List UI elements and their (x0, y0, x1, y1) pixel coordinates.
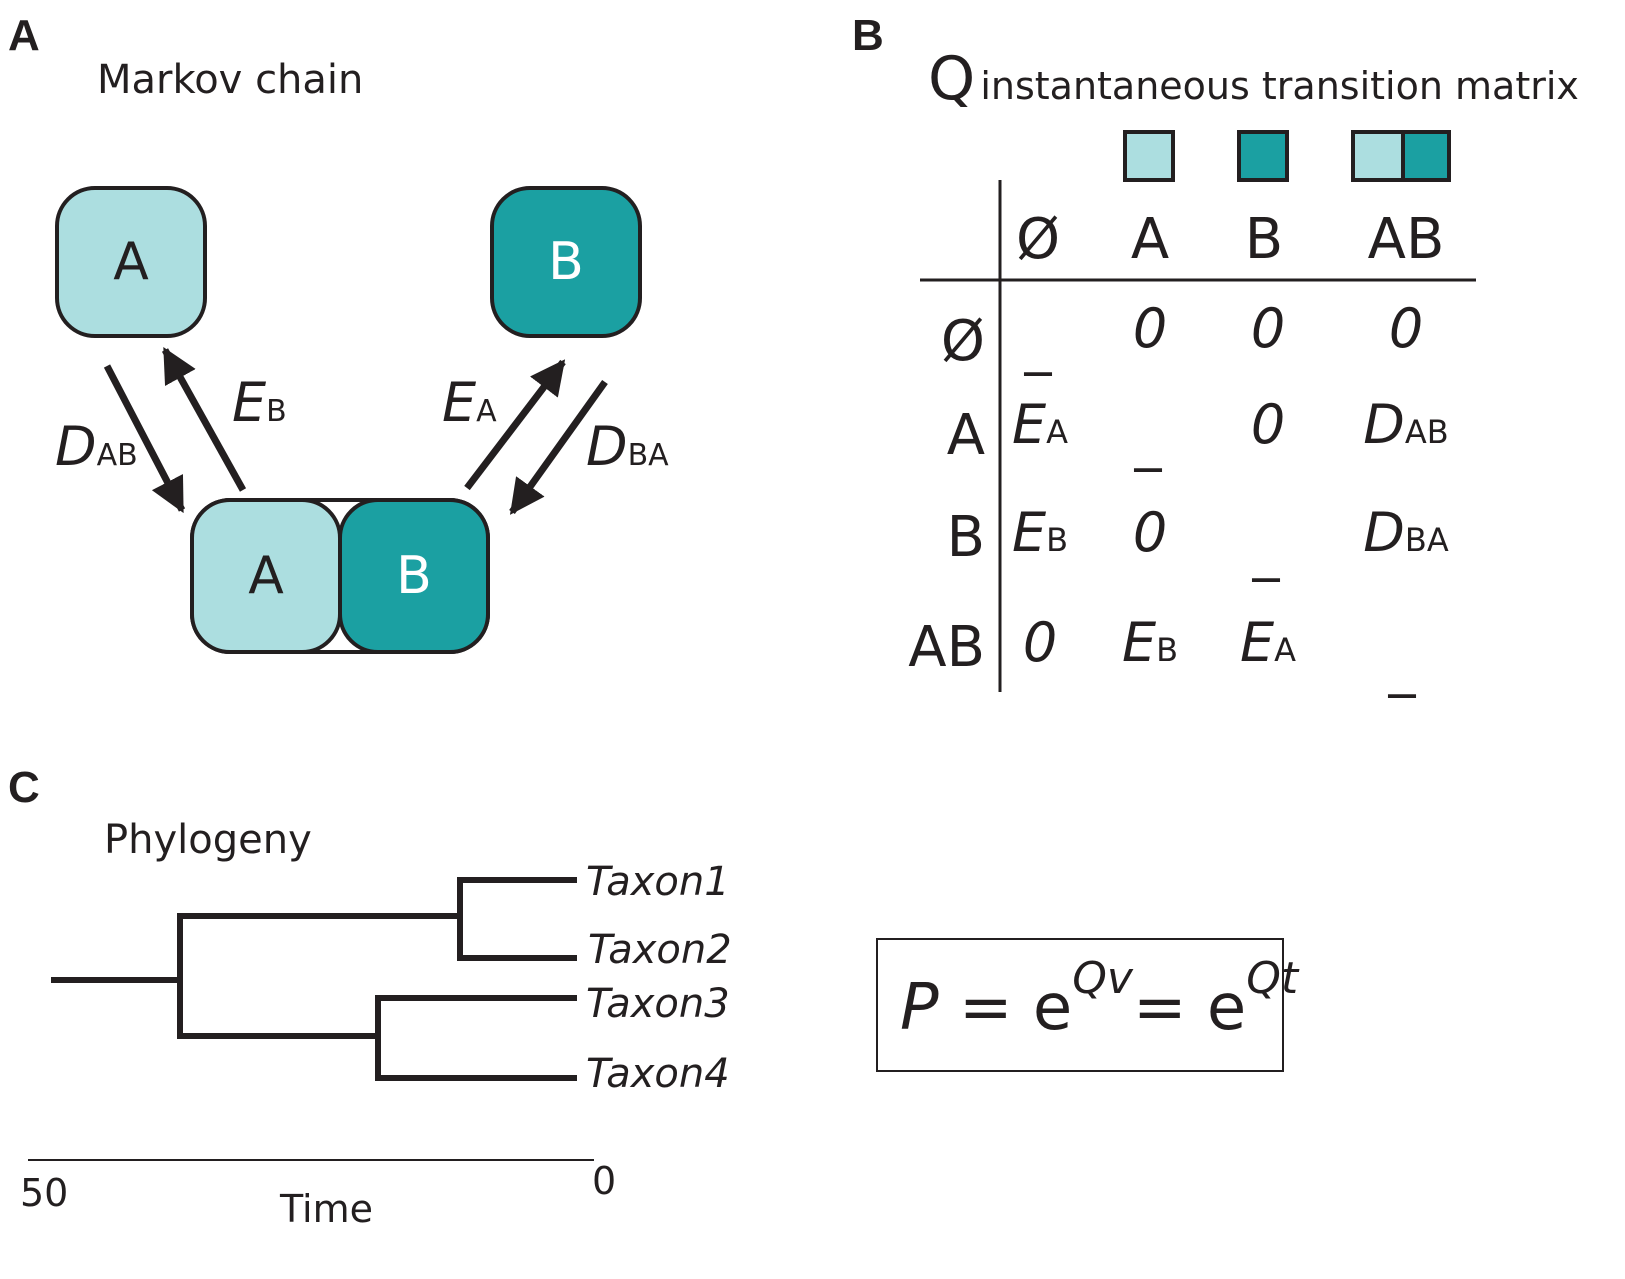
swatch-a (1123, 130, 1175, 182)
formula-e1: e (1032, 971, 1073, 1045)
arrow-e-b (161, 346, 247, 492)
label-d-ab-sub: AB (96, 438, 138, 473)
formula-exp2: Qt (1246, 952, 1299, 1004)
taxon-4-label: Taxon4 (586, 1051, 730, 1097)
cell-3-2-main: E (1239, 611, 1275, 674)
arrow-d-ba (509, 379, 608, 515)
combined-state-ab: A B (190, 498, 490, 654)
cell-2-0-main: E (1011, 501, 1047, 564)
state-b-label: B (548, 232, 584, 292)
axis-title: Time (280, 1187, 373, 1231)
formula-eq1: = (958, 971, 1013, 1045)
combined-state-b: B (338, 498, 490, 654)
combined-state-a: A (190, 498, 342, 654)
col-header-ab: AB (1367, 207, 1445, 272)
cell-3-3: _ (1388, 635, 1416, 698)
cell-2-0: EB (1012, 506, 1068, 560)
label-e-b-main: E (232, 371, 267, 434)
label-e-a-sub: A (476, 394, 497, 429)
cell-1-1: _ (1134, 409, 1162, 472)
panel-label-b: B (852, 11, 884, 60)
matrix-title-text: instantaneous transition matrix (980, 64, 1579, 108)
arrow-d-ab (103, 364, 186, 514)
label-d-ba: DBA (586, 420, 669, 474)
cell-0-2: 0 (1250, 297, 1286, 360)
state-a-label: A (113, 232, 149, 292)
combined-b-label: B (396, 546, 432, 606)
state-a-box: A (55, 186, 207, 338)
cell-1-3-main: D (1363, 393, 1405, 456)
arrow-e-a (464, 359, 566, 491)
taxon-2-label: Taxon2 (588, 927, 732, 973)
cell-3-2: EA (1240, 616, 1296, 670)
label-e-b: EB (232, 376, 287, 430)
label-d-ab-main: D (55, 415, 97, 478)
cell-1-0-main: E (1011, 393, 1047, 456)
cell-1-3-sub: AB (1404, 413, 1449, 451)
state-b-box: B (490, 186, 642, 338)
cell-3-1-sub: B (1156, 631, 1179, 669)
formula-eq2: = (1132, 971, 1187, 1045)
label-e-a-main: E (442, 371, 477, 434)
row-header-ab: AB (908, 615, 985, 680)
cell-3-1: EB (1122, 616, 1178, 670)
phylogeny-title: Phylogeny (104, 817, 312, 863)
formula-p: P (900, 971, 939, 1045)
combined-a-label: A (248, 546, 284, 606)
cell-1-2: 0 (1250, 393, 1286, 456)
cell-1-0-sub: A (1046, 413, 1069, 451)
col-header-a: A (1130, 207, 1170, 272)
panel-label-a: A (8, 11, 40, 60)
label-d-ba-sub: BA (627, 438, 669, 473)
markov-chain-title: Markov chain (97, 57, 364, 103)
cell-2-1: 0 (1132, 501, 1168, 564)
swatch-ab (1351, 130, 1451, 182)
cell-3-2-sub: A (1274, 631, 1297, 669)
panel-label-c: C (8, 763, 40, 812)
col-header-b: B (1244, 207, 1284, 272)
cell-3-0: 0 (1022, 611, 1058, 674)
cell-1-0: EA (1012, 398, 1068, 452)
axis-end-label: 0 (592, 1159, 617, 1203)
formula-e2: e (1206, 971, 1247, 1045)
cell-2-3-sub: BA (1404, 521, 1449, 559)
cell-2-3-main: D (1363, 501, 1405, 564)
taxon-3-label: Taxon3 (586, 981, 730, 1027)
label-d-ba-main: D (586, 415, 628, 478)
cell-2-0-sub: B (1046, 521, 1069, 559)
axis-start-label: 50 (20, 1171, 69, 1215)
cell-0-0: _ (1024, 313, 1052, 376)
cell-0-3: 0 (1388, 297, 1424, 360)
cell-2-2: _ (1252, 519, 1280, 582)
row-header-empty: Ø (940, 309, 985, 374)
label-e-a: EA (442, 376, 497, 430)
matrix-title-symbol: Q (928, 44, 976, 114)
cell-2-3: DBA (1363, 506, 1448, 560)
formula-exp1: Qv (1072, 952, 1133, 1004)
formula-box (876, 938, 1284, 1072)
row-header-a: A (946, 403, 985, 468)
swatch-b (1237, 130, 1289, 182)
label-d-ab: DAB (55, 420, 138, 474)
formula: P = eQv= eQt (900, 956, 1298, 1040)
cell-1-3: DAB (1363, 398, 1448, 452)
cell-0-1: 0 (1132, 297, 1168, 360)
row-header-b: B (946, 505, 985, 570)
cell-3-1-main: E (1121, 611, 1157, 674)
matrix-title: Q instantaneous transition matrix (928, 44, 1579, 114)
col-header-empty: Ø (1015, 207, 1061, 272)
taxon-1-label: Taxon1 (586, 859, 730, 905)
label-e-b-sub: B (266, 394, 287, 429)
